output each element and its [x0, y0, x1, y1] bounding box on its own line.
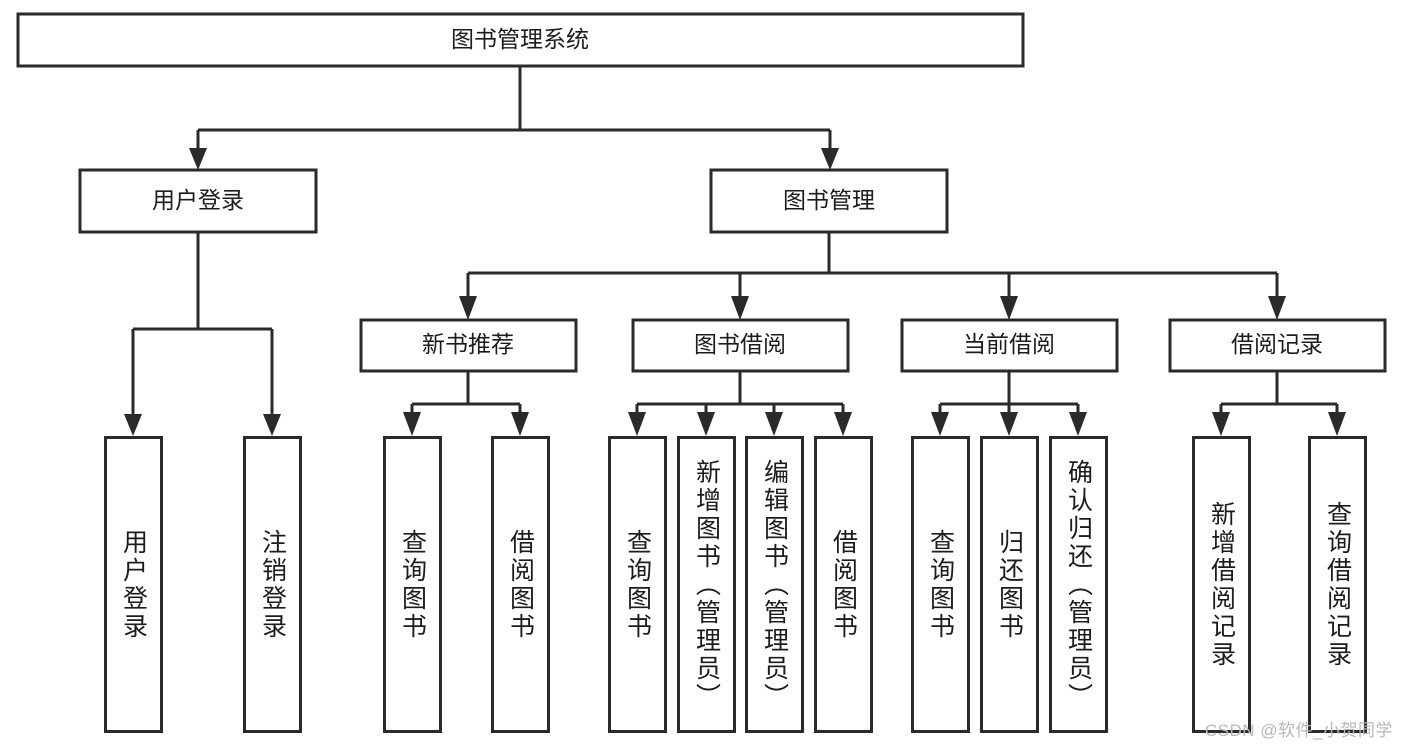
arrow-head-icon: [1328, 412, 1346, 436]
node-leaf-query-record[interactable]: 查询借阅记录: [1308, 436, 1367, 733]
node-new-book-recommend[interactable]: 新书推荐: [359, 318, 578, 373]
node-user-login-label: 用户登录: [152, 187, 244, 213]
node-root-label: 图书管理系统: [451, 26, 589, 52]
arrow-head-icon: [931, 412, 949, 436]
node-leaf-query-book-3[interactable]: 查询图书: [911, 436, 970, 733]
node-root-box[interactable]: [16, 12, 1025, 68]
node-book-borrow[interactable]: 图书借阅: [631, 318, 850, 373]
node-leaf-query-record-label: 查询借阅记录: [1323, 500, 1352, 669]
node-leaf-query-book-2-label: 查询图书: [623, 528, 652, 641]
node-current-borrow[interactable]: 当前借阅: [900, 318, 1119, 373]
arrow-head-icon: [697, 412, 715, 436]
connector-book-borrow-to-leaves: [628, 371, 852, 436]
arrow-head-icon: [459, 296, 477, 320]
node-leaf-edit-book-label: 编辑图书（管理员）: [760, 458, 789, 711]
node-book-borrow-label: 图书借阅: [694, 331, 786, 357]
node-borrow-record[interactable]: 借阅记录: [1168, 318, 1387, 373]
arrow-head-icon: [1268, 296, 1286, 320]
connector-root-to-level1: [189, 66, 839, 170]
node-leaf-logout-label: 注销登录: [258, 528, 287, 641]
arrow-head-icon: [834, 412, 852, 436]
node-user-login[interactable]: 用户登录: [78, 168, 318, 234]
node-leaf-query-book-1-label: 查询图书: [398, 528, 427, 641]
node-leaf-borrow-book-1[interactable]: 借阅图书: [491, 436, 550, 733]
node-leaf-borrow-book-2-label: 借阅图书: [829, 528, 858, 641]
node-leaf-return-book[interactable]: 归还图书: [980, 436, 1039, 733]
node-root[interactable]: 图书管理系统: [16, 12, 1025, 68]
node-leaf-return-book-label: 归还图书: [995, 528, 1024, 641]
arrow-head-icon: [1000, 412, 1018, 436]
node-current-borrow-box[interactable]: [900, 318, 1119, 373]
node-leaf-add-book[interactable]: 新增图书（管理员）: [677, 436, 736, 733]
node-leaf-borrow-book-1-label: 借阅图书: [506, 528, 535, 641]
node-borrow-record-label: 借阅记录: [1231, 331, 1323, 357]
node-leaf-edit-book[interactable]: 编辑图书（管理员）: [745, 436, 804, 733]
node-leaf-logout[interactable]: 注销登录: [243, 436, 302, 733]
node-leaf-add-record-label: 新增借阅记录: [1207, 500, 1236, 669]
arrow-head-icon: [189, 148, 207, 170]
connector-book-management-to-level2: [459, 232, 1286, 320]
node-leaf-user-login[interactable]: 用户登录: [104, 436, 163, 733]
node-leaf-add-record[interactable]: 新增借阅记录: [1192, 436, 1251, 733]
node-leaf-borrow-book-2[interactable]: 借阅图书: [814, 436, 873, 733]
arrow-head-icon: [403, 412, 421, 436]
node-leaf-user-login-label: 用户登录: [119, 528, 148, 641]
connector-current-borrow-to-leaves: [931, 371, 1087, 436]
arrow-head-icon: [821, 148, 839, 170]
connector-user-login-to-leaves: [124, 232, 281, 436]
arrow-head-icon: [765, 412, 783, 436]
node-leaf-query-book-3-label: 查询图书: [926, 528, 955, 641]
node-current-borrow-label: 当前借阅: [963, 331, 1055, 357]
arrow-head-icon: [628, 412, 646, 436]
arrow-head-icon: [263, 414, 281, 436]
connector-new-book-recommend-to-leaves: [403, 371, 529, 436]
arrow-head-icon: [511, 412, 529, 436]
node-leaf-add-book-label: 新增图书（管理员）: [692, 458, 721, 711]
connector-borrow-record-to-leaves: [1212, 371, 1346, 436]
node-book-management-label: 图书管理: [783, 187, 875, 213]
arrow-head-icon: [1069, 412, 1087, 436]
node-new-book-recommend-label: 新书推荐: [422, 331, 514, 357]
arrow-head-icon: [731, 296, 749, 320]
node-leaf-query-book-1[interactable]: 查询图书: [383, 436, 442, 733]
node-leaf-query-book-2[interactable]: 查询图书: [608, 436, 667, 733]
node-new-book-recommend-box[interactable]: [359, 318, 578, 373]
arrow-head-icon: [1212, 412, 1230, 436]
node-leaf-confirm-return-label: 确认归还（管理员）: [1064, 458, 1093, 711]
arrow-head-icon: [124, 414, 142, 436]
node-leaf-confirm-return[interactable]: 确认归还（管理员）: [1049, 436, 1108, 733]
node-book-management[interactable]: 图书管理: [709, 168, 949, 234]
arrow-head-icon: [1000, 296, 1018, 320]
